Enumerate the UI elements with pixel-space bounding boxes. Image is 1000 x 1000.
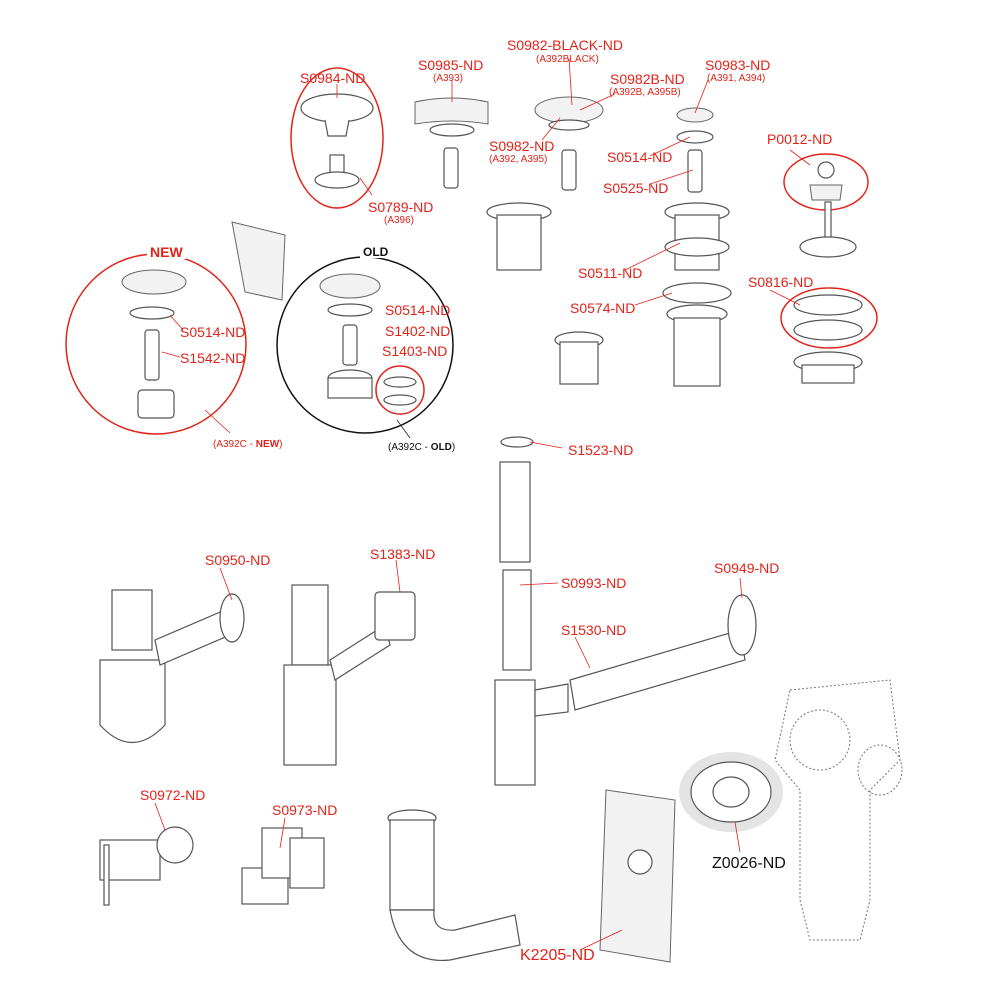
a392c-old-bold: OLD (430, 442, 452, 453)
label-s1383: S1383-ND (370, 546, 436, 562)
label-s0511: S0511-ND (578, 265, 643, 281)
label-s0514-top: S0514-ND (607, 149, 673, 165)
label-s0984: S0984-ND (300, 70, 366, 86)
s0982-cap (534, 96, 604, 191)
label-s0982b: S0982B-ND (610, 71, 685, 87)
s0983-stack (676, 107, 714, 193)
label-s1530: S1530-ND (561, 622, 627, 638)
label-s0982-black-sub: (A392BLACK) (536, 54, 599, 65)
a392c-new-suffix: ) (279, 439, 283, 450)
label-s1523: S1523-ND (568, 442, 634, 458)
a392c-old-suffix: ) (451, 442, 456, 453)
s1383-square-siphon (283, 584, 416, 766)
p0012-plug (809, 161, 843, 201)
label-s0816: S0816-ND (748, 274, 814, 290)
old-kit-parts (319, 273, 417, 406)
concealed-siphon-dashed (774, 679, 903, 941)
s0985-cap (414, 97, 489, 189)
label-s0985: S0985-ND (418, 57, 484, 73)
a392c-old-prefix: (A392C - (388, 442, 431, 453)
tube-assembly (494, 436, 757, 786)
label-s1403: S1403-ND (382, 343, 448, 359)
old-kit-title: OLD (360, 246, 392, 258)
label-z0026: Z0026-ND (712, 855, 786, 872)
s0816-strainer (793, 201, 863, 384)
gasket-frame (231, 221, 286, 301)
label-s0950: S0950-ND (205, 552, 271, 568)
label-s1402: S1402-ND (385, 323, 451, 339)
s0973-square-valve (241, 827, 325, 905)
s1403-highlight-ring (375, 365, 425, 415)
label-a392c-old: (A392C - OLD) (388, 443, 455, 453)
a392c-new-bold: NEW (255, 439, 280, 450)
label-s0949: S0949-ND (714, 560, 780, 576)
label-s0983: S0983-ND (705, 57, 771, 73)
label-s0982: S0982-ND (489, 138, 555, 154)
label-s0514-new: S0514-ND (180, 324, 246, 340)
label-p0012: P0012-ND (767, 131, 833, 147)
new-kit-title: NEW (147, 245, 186, 259)
k2205-plate-hole (627, 849, 653, 875)
label-s0993: S0993-ND (561, 575, 627, 591)
k2205-cover-plate (599, 789, 676, 963)
label-s0514-old: S0514-ND (385, 302, 451, 318)
bottom-elbow-pipe (387, 809, 521, 961)
label-s0982-sub: (A392, A395) (489, 154, 548, 165)
label-k2205: K2205-ND (520, 947, 595, 964)
label-s1542: S1542-ND (180, 350, 246, 366)
s0511-drain-body (486, 202, 732, 387)
label-s0983-sub: (A391, A394) (707, 73, 766, 84)
label-s0972: S0972-ND (140, 787, 206, 803)
s0984-cap (300, 93, 374, 189)
s0816-highlight-ring (780, 287, 878, 349)
label-s0525: S0525-ND (603, 180, 669, 196)
label-s0985-sub: (A393) (433, 73, 464, 84)
s0950-bottle-siphon (99, 589, 245, 744)
s0972-angle-valve (99, 826, 194, 906)
a392c-new-prefix: (A392C - (213, 439, 256, 450)
s0984-highlight-ring (290, 67, 384, 209)
label-s0574: S0574-ND (570, 300, 636, 316)
label-s0973: S0973-ND (272, 802, 338, 818)
label-s0789-sub: (A396) (384, 215, 415, 226)
label-s0789: S0789-ND (368, 199, 434, 215)
label-s0982b-sub: (A392B, A395B) (609, 87, 681, 98)
new-kit-parts (121, 269, 187, 419)
label-a392c-new: (A392C - NEW) (213, 440, 282, 450)
label-s0982-black: S0982-BLACK-ND (507, 37, 623, 53)
